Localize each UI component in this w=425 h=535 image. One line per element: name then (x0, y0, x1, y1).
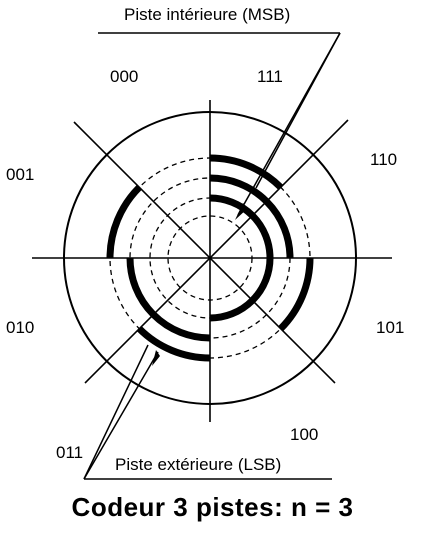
track-inner-msb-segment-1 (209, 194, 274, 322)
diagram-caption: Codeur 3 pistes: n = 3 (71, 492, 354, 522)
divider-diagonal-1 (73, 121, 336, 384)
sector-label-101: 101 (376, 318, 404, 337)
outer-track-leader-1 (83, 351, 159, 480)
inner-track-callout: Piste intérieure (MSB) (124, 5, 290, 24)
outer-track-arrowhead (152, 350, 160, 366)
track-outer-lsb-segment-2 (278, 257, 314, 332)
encoder-disc (32, 100, 392, 422)
inner-track-arrowhead (235, 203, 247, 220)
track-outer-lsb-segment-3 (136, 326, 211, 362)
sector-label-010: 010 (6, 318, 34, 337)
track-outer-lsb-segment-1 (209, 154, 284, 190)
sector-label-011: 011 (56, 443, 83, 462)
sector-label-100: 100 (290, 425, 318, 444)
divider-diagonal-2 (84, 119, 349, 384)
outer-track-leader-2 (83, 344, 149, 480)
sector-label-000: 000 (110, 67, 138, 86)
track-outer-lsb-segment-4 (106, 184, 142, 259)
track-middle-segment-2 (126, 257, 211, 342)
sector-label-110: 110 (370, 150, 397, 169)
sector-label-111: 111 (257, 67, 283, 86)
inner-track-leader-2 (237, 32, 341, 216)
sector-label-001: 001 (6, 165, 34, 184)
outer-track-callout: Piste extérieure (LSB) (115, 455, 281, 474)
track-middle-segment-1 (209, 174, 294, 259)
